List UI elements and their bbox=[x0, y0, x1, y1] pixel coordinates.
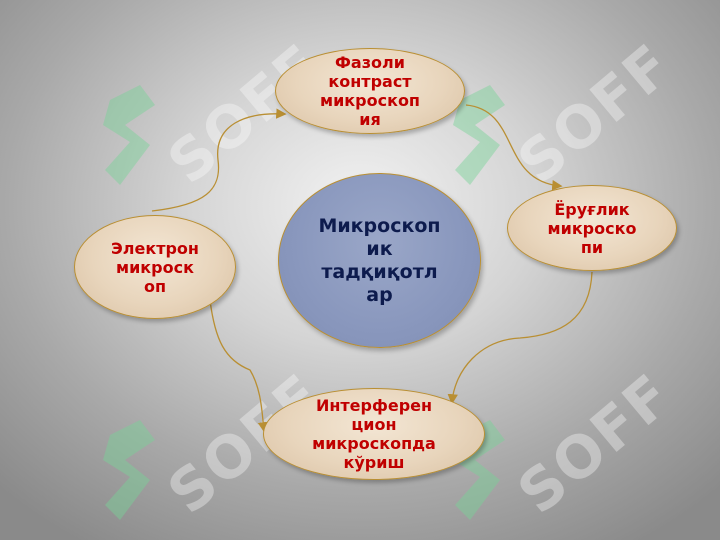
node-top: Фазоли контраст микроскоп ия bbox=[275, 48, 465, 134]
connector-top-to-right bbox=[465, 104, 563, 191]
node-right-label: Ёруғлик микроско пи bbox=[547, 199, 637, 257]
soff-logo-icon bbox=[103, 85, 155, 185]
watermark-top-left: SOFF bbox=[95, 30, 335, 197]
node-left: Электрон микроск оп bbox=[74, 215, 236, 319]
connector-left-to-bottom bbox=[209, 299, 269, 433]
connector-right-to-bottom bbox=[447, 271, 593, 405]
node-right: Ёруғлик микроско пи bbox=[507, 185, 677, 271]
node-bottom: Интерферен цион микроскопда кўриш bbox=[263, 388, 485, 480]
node-bottom-label: Интерферен цион микроскопда кўриш bbox=[312, 396, 436, 472]
soff-logo-icon bbox=[453, 85, 505, 185]
node-left-label: Электрон микроск оп bbox=[111, 238, 199, 296]
soff-logo-icon bbox=[103, 420, 155, 520]
watermark-bottom-left: SOFF bbox=[95, 360, 335, 529]
connector-left-to-top bbox=[151, 108, 287, 212]
node-top-label: Фазоли контраст микроскоп ия bbox=[320, 53, 420, 129]
node-center: Микроскоп ик тадқиқотл ар bbox=[278, 173, 481, 348]
watermark-top-right: SOFF bbox=[445, 30, 685, 197]
node-center-label: Микроскоп ик тадқиқотл ар bbox=[318, 214, 441, 306]
